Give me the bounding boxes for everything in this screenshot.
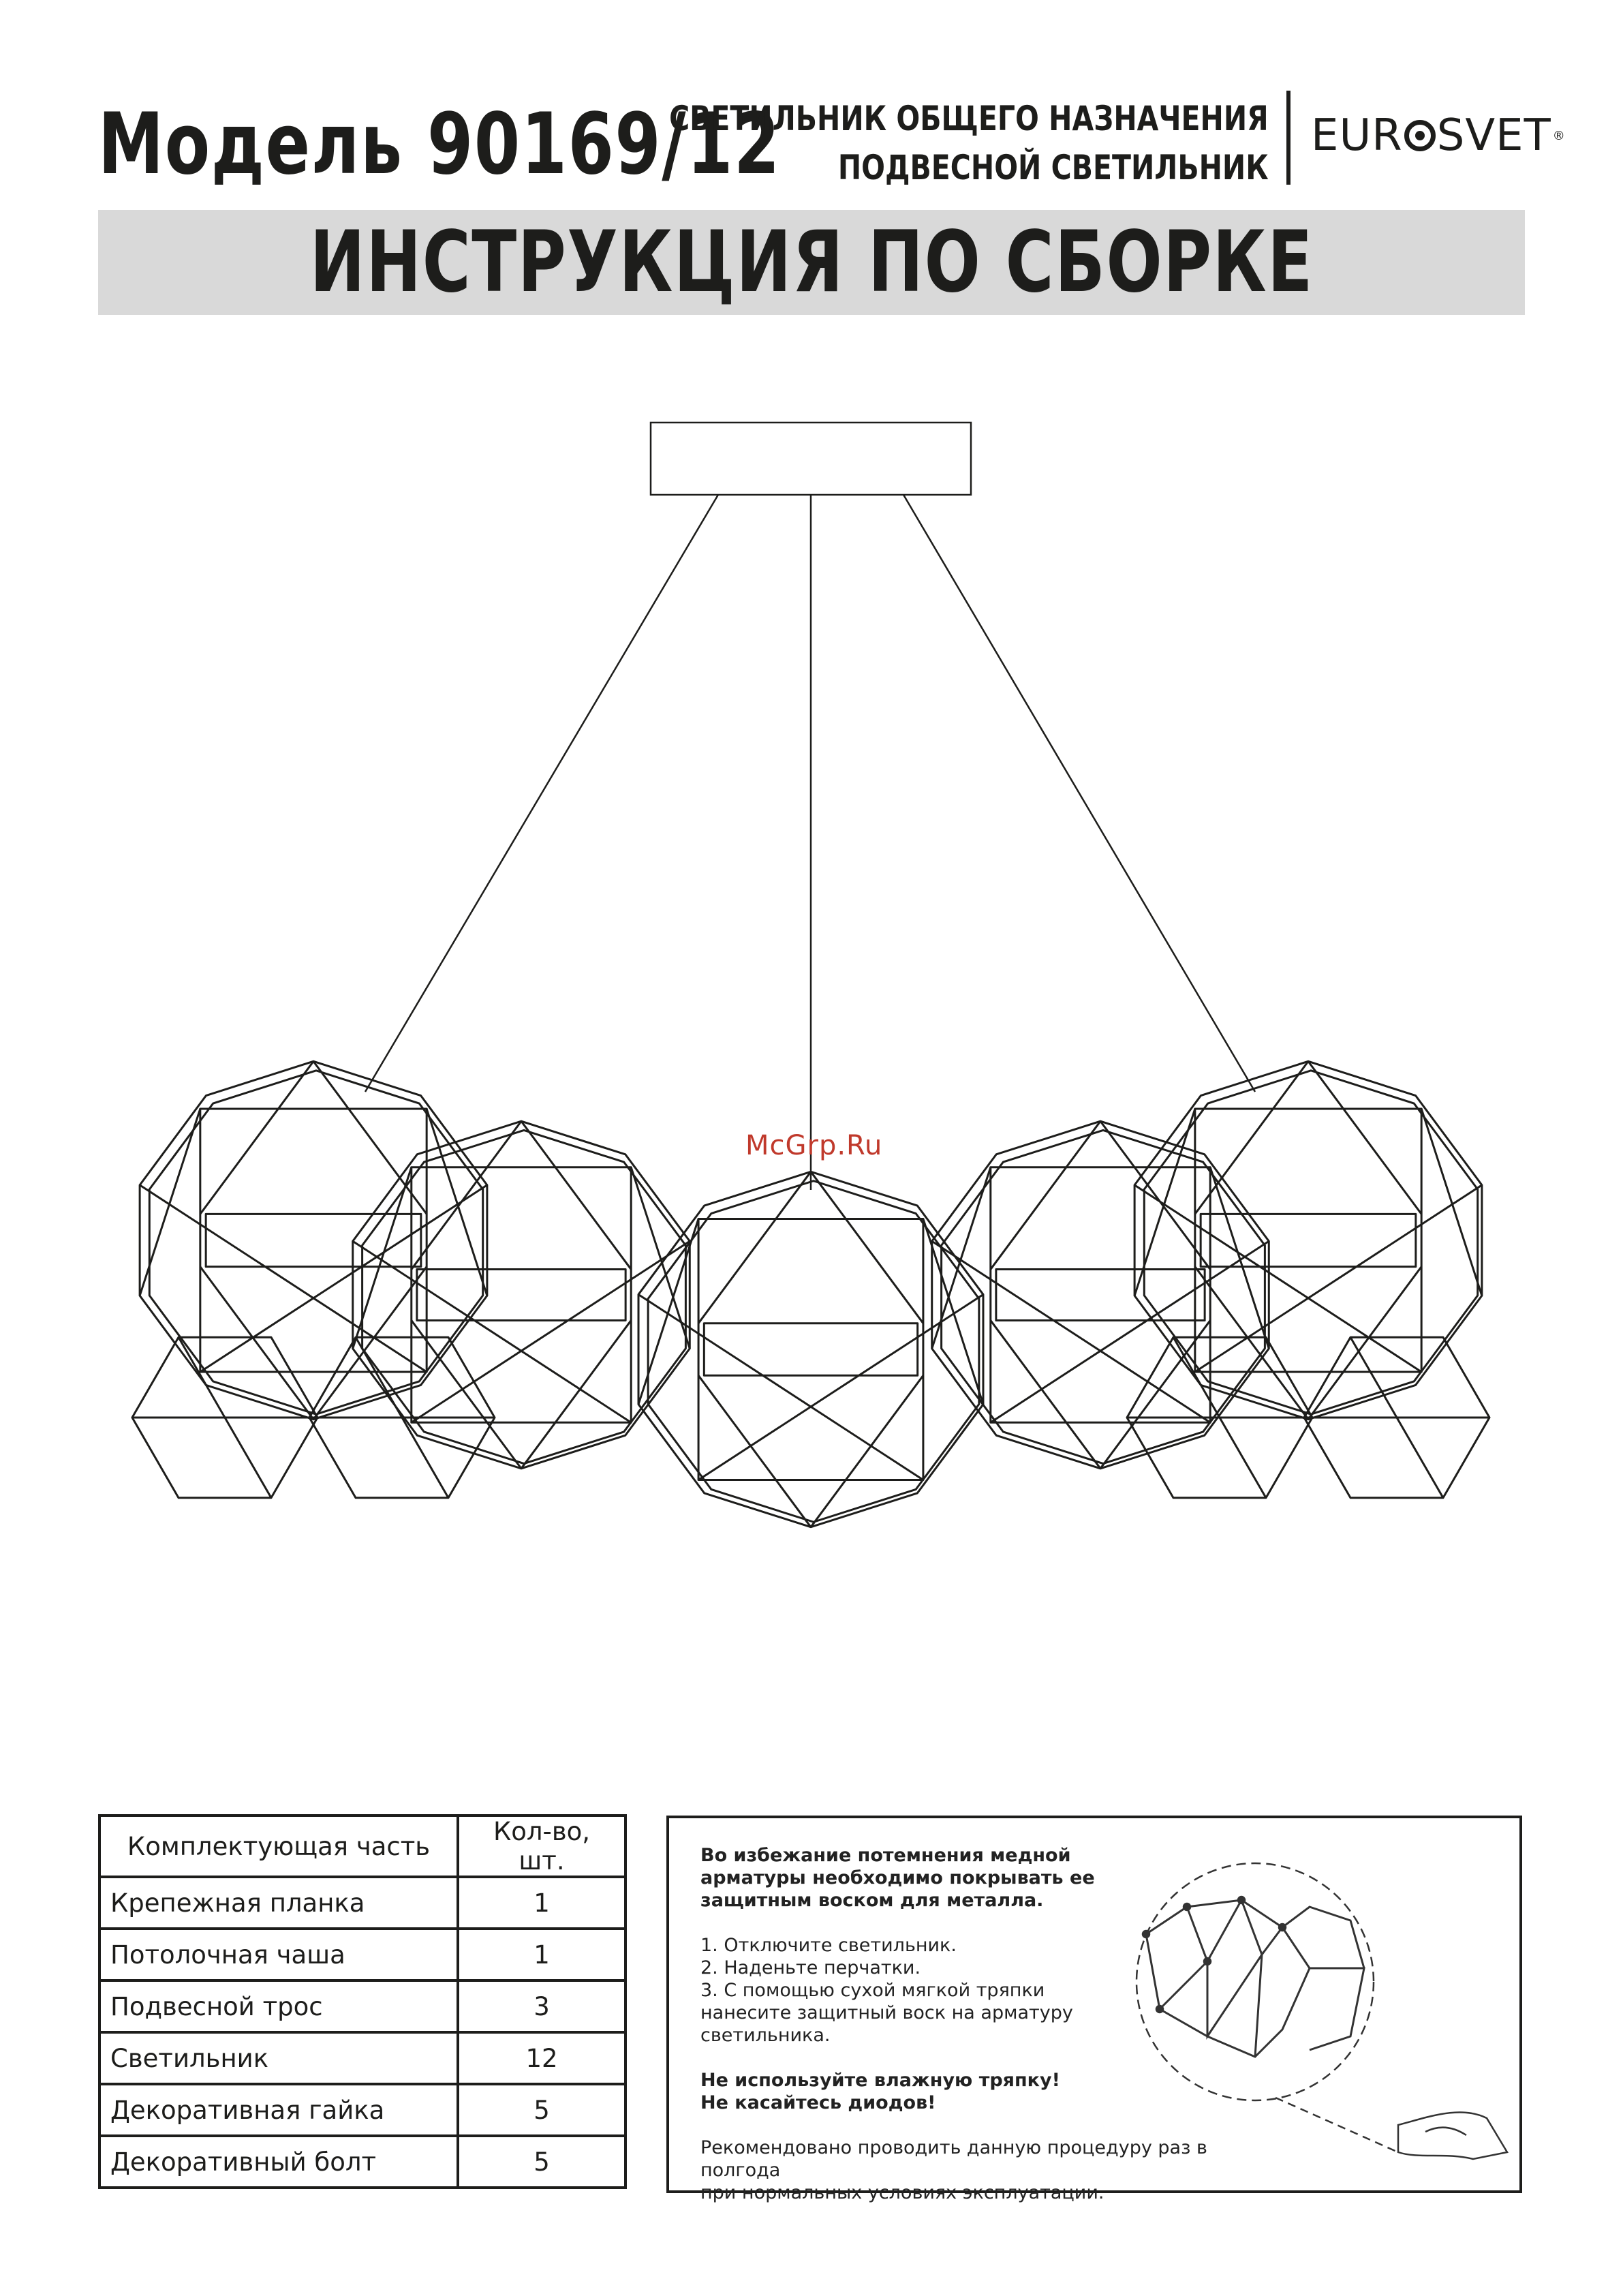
eurosvet-logo: EUR SVET®: [1311, 110, 1566, 161]
hand-cloth-icon: [1397, 2111, 1509, 2160]
part-qty: 3: [457, 1979, 627, 2034]
light-globe: [931, 1120, 1270, 1470]
suspension-cable-left: [364, 494, 720, 1092]
part-name: Потолочная чаша: [98, 1927, 459, 1982]
light-lower-frame: [1303, 1336, 1491, 1499]
waxing-illustration: [1135, 1862, 1509, 2160]
light-lower-frame: [308, 1336, 496, 1499]
care-warning-line: защитным воском для металла.: [700, 1890, 1044, 1911]
table-row: Потолочная чаша 1: [98, 1927, 627, 1982]
brand-o-mark-icon: [1404, 120, 1436, 151]
category-line-1: СВЕТИЛЬНИК ОБЩЕГО НАЗНАЧЕНИЯ: [669, 99, 1269, 138]
care-warning-line: Во избежание потемнения медной: [700, 1845, 1071, 1866]
part-name: Подвесной трос: [98, 1979, 459, 2034]
part-name: Крепежная планка: [98, 1876, 459, 1930]
care-step: 3. С помощью сухой мягкой тряпки: [700, 1980, 1045, 2001]
chandelier-drawing: [131, 421, 1491, 1529]
care-recommendation-line: при нормальных условиях эксплуатации.: [700, 2182, 1104, 2203]
magnifier-circle-icon: [1135, 1862, 1375, 2102]
care-step: 2. Наденьте перчатки.: [700, 1957, 921, 1978]
brand-suffix: SVET: [1436, 110, 1551, 161]
frame-detail-icon: [1145, 1897, 1365, 2058]
watermark: McGrp.Ru: [745, 1130, 883, 1161]
title-banner: ИНСТРУКЦИЯ ПО СБОРКЕ: [98, 210, 1525, 315]
care-caution-line: Не касайтесь диодов!: [700, 2092, 936, 2113]
parts-table: Комплектующая часть Кол-во, шт. Крепежна…: [98, 1814, 627, 2189]
ceiling-canopy: [649, 421, 972, 496]
care-recommendation-line: Рекомендовано проводить данную процедуру…: [700, 2137, 1207, 2181]
product-category: СВЕТИЛЬНИК ОБЩЕГО НАЗНАЧЕНИЯ ПОДВЕСНОЙ С…: [669, 94, 1269, 192]
brand-registered: ®: [1552, 128, 1566, 143]
light-lower-frame: [131, 1336, 319, 1499]
care-steps: 1. Отключите светильник. 2. Наденьте пер…: [700, 1934, 1286, 2047]
part-qty: 1: [457, 1927, 627, 1982]
part-name: Декоративная гайка: [98, 2083, 459, 2137]
part-name: Светильник: [98, 2031, 459, 2085]
care-caution: Не используйте влажную тряпку! Не касайт…: [700, 2069, 1286, 2114]
banner-title: ИНСТРУКЦИЯ ПО СБОРКЕ: [309, 213, 1314, 311]
table-row: Светильник 12: [98, 2031, 627, 2085]
table-row: Подвесной трос 3: [98, 1979, 627, 2034]
part-qty: 5: [457, 2083, 627, 2137]
table-row: Декоративный болт 5: [98, 2134, 627, 2189]
column-header-qty: Кол-во, шт.: [457, 1814, 627, 1878]
care-step: 1. Отключите светильник.: [700, 1935, 957, 1956]
category-line-2: ПОДВЕСНОЙ СВЕТИЛЬНИК: [838, 148, 1269, 187]
table-row: Крепежная планка 1: [98, 1876, 627, 1930]
care-caution-line: Не используйте влажную тряпку!: [700, 2070, 1060, 2091]
care-text: Во избежание потемнения медной арматуры …: [700, 1844, 1286, 2226]
part-qty: 5: [457, 2134, 627, 2189]
care-instructions-box: Во избежание потемнения медной арматуры …: [666, 1816, 1522, 2203]
light-globe: [138, 1060, 489, 1421]
table-row: Декоративная гайка 5: [98, 2083, 627, 2137]
light-lower-frame: [1126, 1336, 1314, 1499]
header-divider: [1286, 91, 1290, 185]
care-warning-line: арматуры необходимо покрывать ее: [700, 1867, 1095, 1888]
care-step: нанесите защитный воск на арматуру: [700, 2002, 1073, 2023]
leader-line: [1275, 2096, 1399, 2154]
care-step: светильника.: [700, 2025, 831, 2046]
part-qty: 12: [457, 2031, 627, 2085]
column-header-part: Комплектующая часть: [98, 1814, 459, 1878]
light-globe: [1133, 1060, 1483, 1421]
brand-prefix: EUR: [1311, 110, 1403, 161]
model-title: Модель 90169/12: [98, 95, 781, 194]
light-globe: [637, 1170, 985, 1529]
suspension-cable-right: [902, 494, 1256, 1092]
part-name: Декоративный болт: [98, 2134, 459, 2189]
care-recommendation: Рекомендовано проводить данную процедуру…: [700, 2137, 1286, 2204]
care-warning: Во избежание потемнения медной арматуры …: [700, 1844, 1286, 1912]
part-qty: 1: [457, 1876, 627, 1930]
